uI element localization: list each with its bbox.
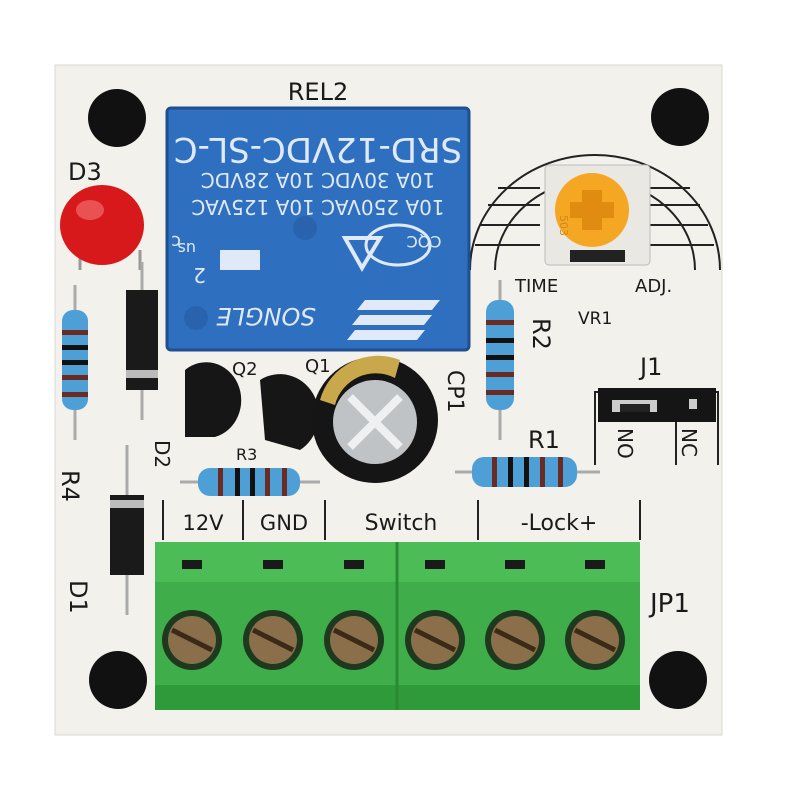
label-time: TIME	[514, 276, 558, 297]
label-j1: J1	[638, 353, 662, 381]
mounting-hole	[89, 651, 147, 709]
label-rel2: REL2	[288, 78, 348, 106]
pot-marking: 503	[557, 215, 570, 236]
transistor-q2	[185, 362, 242, 437]
resistor-r1	[455, 457, 600, 487]
label-r2: R2	[527, 318, 555, 350]
relay-model-text: SRD-12VDC-SL-C	[174, 129, 462, 169]
relay: SRD-12VDC-SL-C 10A 30VDC 10A 28VDC 10A 2…	[165, 106, 471, 352]
ul-logo-icon	[220, 250, 260, 270]
relay-brand-text: SONGLE	[216, 302, 316, 330]
label-r3: R3	[236, 445, 257, 464]
screw-slot	[413, 627, 457, 653]
relay-rating-text: 10A 250VAC 10A 125VAC	[191, 195, 444, 219]
ul-mark-us: us	[178, 239, 196, 258]
resistor-r2	[486, 280, 514, 440]
resistor-r3	[180, 468, 320, 496]
songle-logo-icon	[347, 300, 440, 340]
mounting-hole	[649, 651, 707, 709]
resistor-r4	[62, 285, 88, 440]
potentiometer-vr1[interactable]: 503	[544, 164, 651, 266]
screw-slot	[332, 627, 376, 653]
led-d3	[60, 185, 144, 270]
relay-mark-2: 2	[193, 263, 206, 287]
terminal-label-12v: 12V	[182, 511, 224, 535]
mounting-hole	[651, 88, 709, 146]
label-cp1: CP1	[442, 370, 467, 413]
terminal-labels	[162, 500, 641, 540]
label-q1: Q1	[305, 356, 331, 377]
mounting-hole	[88, 89, 146, 147]
wire-entry-slot	[344, 560, 364, 569]
diode-d1	[110, 445, 144, 615]
terminal-label-gnd: GND	[260, 511, 308, 535]
label-q2: Q2	[232, 359, 258, 380]
label-d3: D3	[68, 158, 102, 186]
wire-entry-slot	[425, 560, 445, 569]
terminal-screws	[162, 560, 625, 670]
diode-d2	[126, 262, 158, 420]
label-nc: NC	[677, 428, 701, 457]
screw-slot	[170, 627, 214, 653]
label-r4: R4	[56, 470, 84, 502]
label-d1: D1	[64, 580, 92, 614]
screw-slot	[493, 627, 537, 653]
label-jp1: JP1	[648, 589, 690, 619]
label-adj: ADJ.	[635, 276, 672, 297]
wire-entry-slot	[585, 560, 605, 569]
screw-slot	[251, 627, 295, 653]
transistor-q1	[260, 374, 319, 450]
cqc-logo-icon	[364, 223, 432, 267]
wire-entry-slot	[182, 560, 202, 569]
label-r1: R1	[528, 426, 560, 454]
label-no: NO	[613, 428, 637, 459]
terminal-block-jp1	[155, 542, 640, 710]
ul-mark-c: c	[171, 231, 181, 252]
triangle-mark-icon	[341, 236, 384, 272]
wire-entry-slot	[505, 560, 525, 569]
capacitor-cp1	[312, 355, 438, 483]
label-vr1: VR1	[578, 309, 612, 329]
relay-rating-text: 10A 30VDC 10A 28VDC	[201, 168, 435, 192]
wire-entry-slot	[263, 560, 283, 569]
terminal-label-lock: -Lock+	[521, 511, 598, 536]
terminal-label-switch: Switch	[365, 511, 438, 536]
cqc-mark: CQC	[407, 232, 442, 251]
jumper-j1[interactable]	[594, 388, 719, 465]
screw-slot	[573, 627, 617, 653]
label-d2: D2	[150, 440, 174, 468]
